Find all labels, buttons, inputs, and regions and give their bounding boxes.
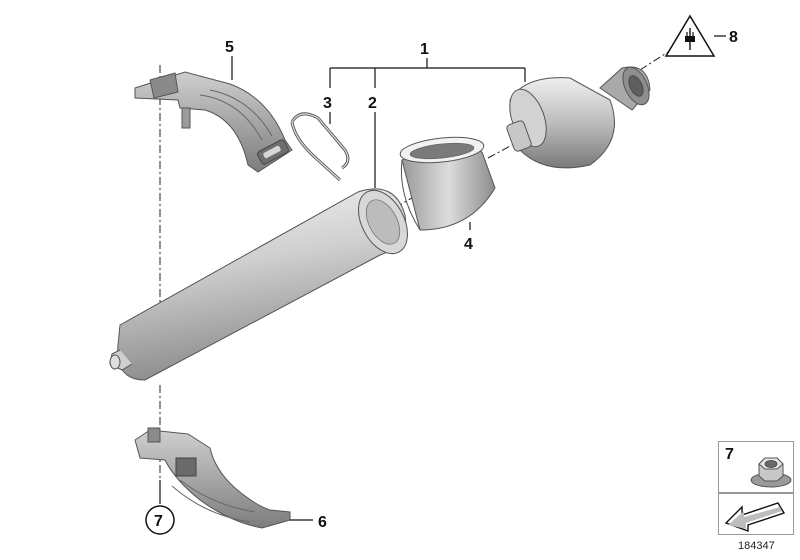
direction-arrow-icon bbox=[724, 502, 786, 532]
retaining-clip bbox=[290, 112, 350, 182]
callout-4: 4 bbox=[464, 236, 473, 253]
nut-reference-number: 7 bbox=[725, 446, 734, 463]
callout-8: 8 bbox=[729, 29, 738, 46]
hex-nut-icon bbox=[750, 457, 792, 488]
fuel-filter bbox=[109, 188, 408, 381]
pressure-sensor bbox=[506, 66, 651, 169]
sleeve-ring bbox=[399, 136, 496, 231]
callout-1: 1 bbox=[420, 41, 429, 58]
callout-3: 3 bbox=[323, 95, 332, 112]
callout-6: 6 bbox=[318, 514, 327, 531]
lower-bracket bbox=[134, 427, 291, 529]
callout-5: 5 bbox=[225, 39, 234, 56]
leader-lines bbox=[159, 35, 726, 521]
direction-reference-box bbox=[718, 493, 794, 535]
upper-bracket bbox=[134, 71, 293, 173]
nut-reference-box: 7 bbox=[718, 441, 794, 493]
electrical-plug-warning-icon bbox=[664, 14, 716, 57]
callout-7: 7 bbox=[154, 513, 163, 530]
document-id: 184347 bbox=[738, 540, 775, 552]
callout-7-circle bbox=[145, 505, 175, 535]
callout-2: 2 bbox=[368, 95, 377, 112]
